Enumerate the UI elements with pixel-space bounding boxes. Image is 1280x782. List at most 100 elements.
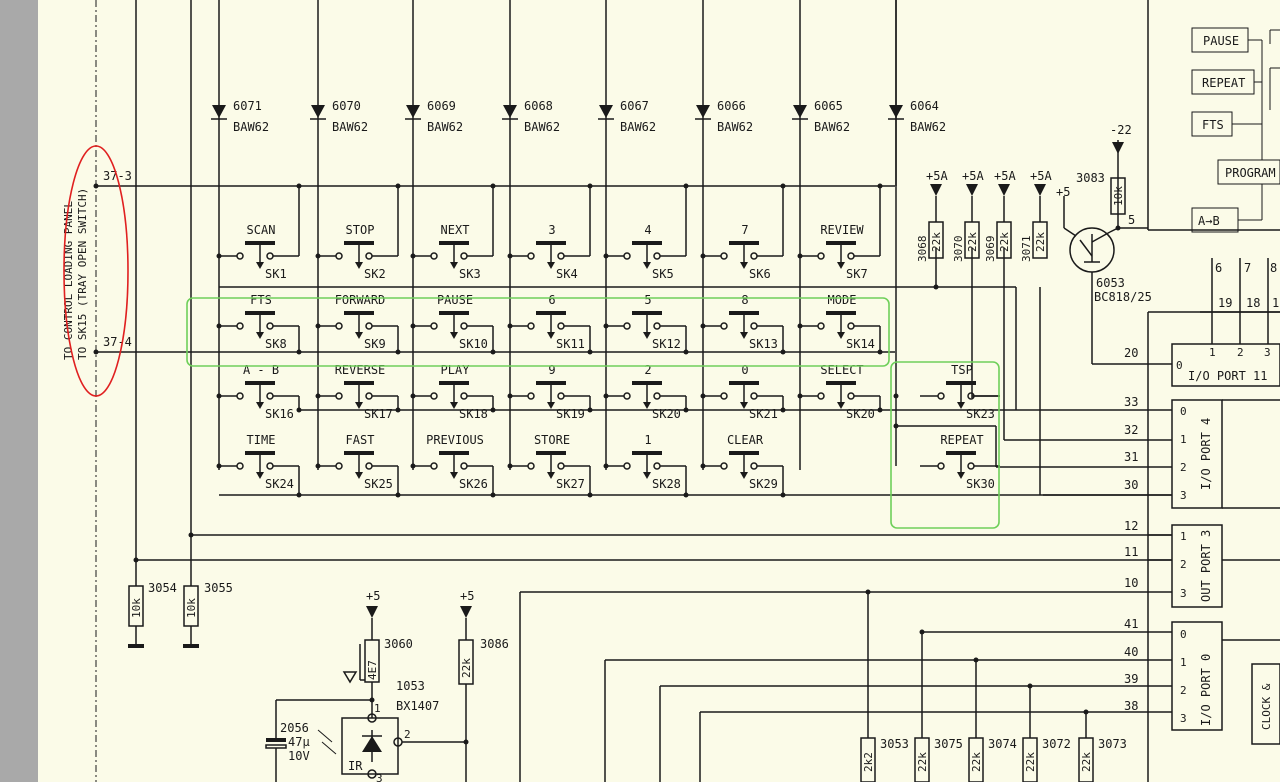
diode-symbol (889, 105, 903, 118)
key-label: 4 (644, 223, 651, 237)
res-value: 22k (916, 752, 929, 772)
port0-pin-40: 40 (1124, 645, 1138, 659)
key-label: SCAN (247, 223, 276, 237)
key-ref: SK9 (364, 337, 386, 351)
chip-btn-fts: FTS (1202, 118, 1224, 132)
key-ref: SK20 (652, 407, 681, 421)
port3-pin-11: 11 (1124, 545, 1138, 559)
clock-label: CLOCK & (1260, 683, 1273, 730)
pullup-value: 22k (998, 232, 1011, 252)
ir-ic-type: BX1407 (396, 699, 439, 713)
chip-pin-17: 17 (1272, 296, 1280, 310)
port3-sub-2: 2 (1180, 558, 1187, 571)
port3-label: OUT PORT 3 (1199, 530, 1213, 602)
key-ref: SK4 (556, 267, 578, 281)
key-ref: SK16 (265, 407, 294, 421)
key-label: FTS (250, 293, 272, 307)
ir-label: IR (348, 759, 363, 773)
key-label: 7 (741, 223, 748, 237)
res-value: 2k2 (862, 752, 875, 772)
key-sk16: A - B SK16 (216, 363, 302, 421)
transistor-supply: +5 (1056, 185, 1070, 199)
diode-symbol (212, 105, 226, 118)
chip-top-pin-7: 7 (1244, 261, 1251, 275)
res-ref: 3074 (988, 737, 1017, 751)
res-3055-value: 10k (185, 598, 198, 618)
port11-pin: 20 (1124, 346, 1138, 360)
ir-pin-3: 3 (376, 772, 383, 782)
key-ref: SK2 (364, 267, 386, 281)
key-label: 3 (548, 223, 555, 237)
key-ref: SK21 (749, 407, 778, 421)
pullup-value: 22k (1034, 232, 1047, 252)
key-ref: SK29 (749, 477, 778, 491)
diode-ref: 6068 (524, 99, 553, 113)
key-matrix: SCANSK1STOPSK2NEXTSK33SK44SK57SK6REVIEWS… (216, 183, 1016, 498)
diode-symbol (406, 105, 420, 118)
ir-ic-ref: 1053 (396, 679, 425, 693)
key-label: CLEAR (727, 433, 764, 447)
green-highlight-keys (890, 361, 1000, 529)
port11-sub-0: 0 (1176, 359, 1183, 372)
diode-symbol (793, 105, 807, 118)
key-ref: SK6 (749, 267, 771, 281)
key-label: FAST (346, 433, 375, 447)
res-value: 22k (1080, 752, 1093, 772)
port3-pin-10: 10 (1124, 576, 1138, 590)
chip-pin-5: 5 (1128, 213, 1135, 227)
diode-ref: 6066 (717, 99, 746, 113)
ir-pin-2: 2 (404, 728, 411, 741)
res-3073: 22k 3073 (1078, 737, 1127, 782)
res-ref: 3075 (934, 737, 963, 751)
key-label: 5 (644, 293, 651, 307)
key-label: REVERSE (335, 363, 386, 377)
res-3075: 22k 3075 (914, 737, 963, 782)
key-ref: SK23 (966, 407, 995, 421)
diode-ref: 6064 (910, 99, 939, 113)
port4-pin-31: 31 (1124, 450, 1138, 464)
res-ref: 3073 (1098, 737, 1127, 751)
key-label: A - B (243, 363, 279, 377)
key-label: 9 (548, 363, 555, 377)
port4-pin-32: 32 (1124, 423, 1138, 437)
key-label: PLAY (441, 363, 471, 377)
diode-symbol (503, 105, 517, 118)
port3-pin-12: 12 (1124, 519, 1138, 533)
chip-btn-pause: PAUSE (1203, 34, 1239, 48)
key-label: 0 (741, 363, 748, 377)
port4-sub-3: 3 (1180, 489, 1187, 502)
diode-type: BAW62 (717, 120, 753, 134)
chip-top-pin-6: 6 (1215, 261, 1222, 275)
diode-type: BAW62 (814, 120, 850, 134)
diode-ref: 6071 (233, 99, 262, 113)
key-ref: SK12 (652, 337, 681, 351)
ir-res-value: 4E7 (366, 660, 379, 680)
cap-voltage: 10V (288, 749, 310, 763)
port4-pin-33: 33 (1124, 395, 1138, 409)
